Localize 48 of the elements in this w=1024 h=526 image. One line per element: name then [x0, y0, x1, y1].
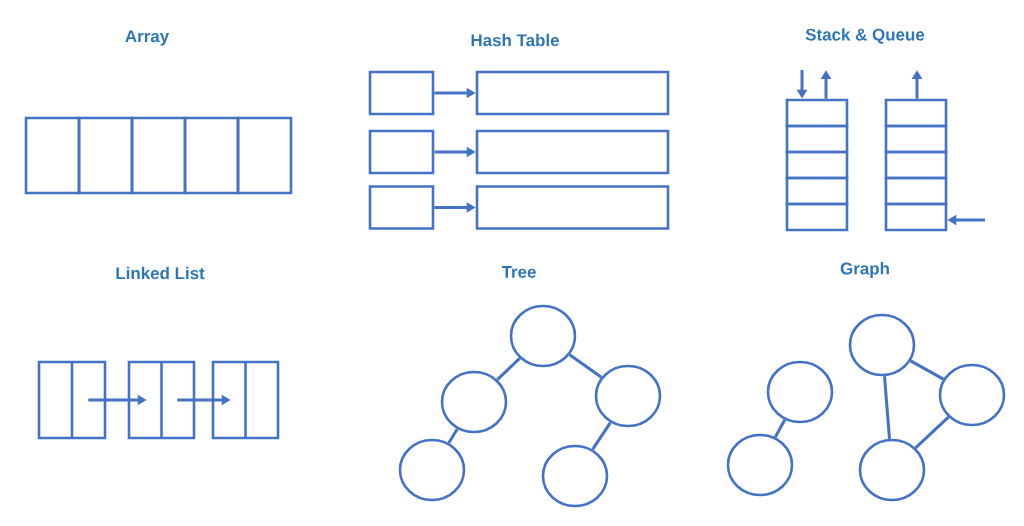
- circle-node: [509, 304, 577, 368]
- circle-node: [938, 363, 1006, 427]
- section-title: Linked List: [116, 266, 205, 280]
- circle-node: [440, 370, 508, 434]
- list-node-box: [211, 360, 280, 440]
- circle-node: [848, 313, 916, 377]
- cell-box: [475, 129, 670, 175]
- connector-line: [447, 428, 459, 444]
- cell-box: [785, 176, 849, 206]
- circle-node: [594, 364, 662, 428]
- cell-box: [77, 116, 134, 195]
- cell-box: [475, 185, 670, 230]
- cell-box: [884, 150, 948, 180]
- circle-node: [726, 433, 794, 497]
- cell-box: [236, 116, 293, 195]
- connector-line: [909, 359, 945, 381]
- circle-node: [766, 360, 834, 424]
- circle-node: [398, 438, 466, 502]
- list-node-box: [37, 360, 107, 440]
- section-title: Hash Table: [471, 33, 559, 47]
- cell-box: [785, 98, 849, 128]
- cell-box: [884, 98, 948, 128]
- cell-box: [130, 116, 187, 195]
- connector-line: [496, 357, 521, 381]
- circle-node: [541, 444, 609, 508]
- connector-line: [883, 376, 891, 439]
- circle-node: [858, 438, 926, 502]
- list-node-box: [127, 360, 196, 440]
- cell-box: [368, 70, 435, 116]
- cell-box: [368, 129, 435, 175]
- cell-box: [785, 150, 849, 180]
- connector-line: [568, 353, 603, 379]
- cell-box: [884, 176, 948, 206]
- connector-line: [773, 419, 787, 438]
- connector-line: [591, 421, 612, 451]
- section-title: Array: [125, 30, 170, 46]
- section-title: Tree: [501, 266, 536, 278]
- cell-box: [785, 202, 849, 232]
- cell-box: [884, 124, 948, 154]
- cell-box: [785, 124, 849, 154]
- cell-box: [368, 185, 435, 230]
- cell-box: [183, 116, 240, 195]
- cell-box: [475, 70, 670, 116]
- cell-box: [24, 116, 81, 195]
- section-title: Graph: [840, 262, 889, 278]
- connector-line: [914, 416, 950, 449]
- cell-box: [884, 202, 948, 232]
- section-title: Stack & Queue: [805, 28, 925, 44]
